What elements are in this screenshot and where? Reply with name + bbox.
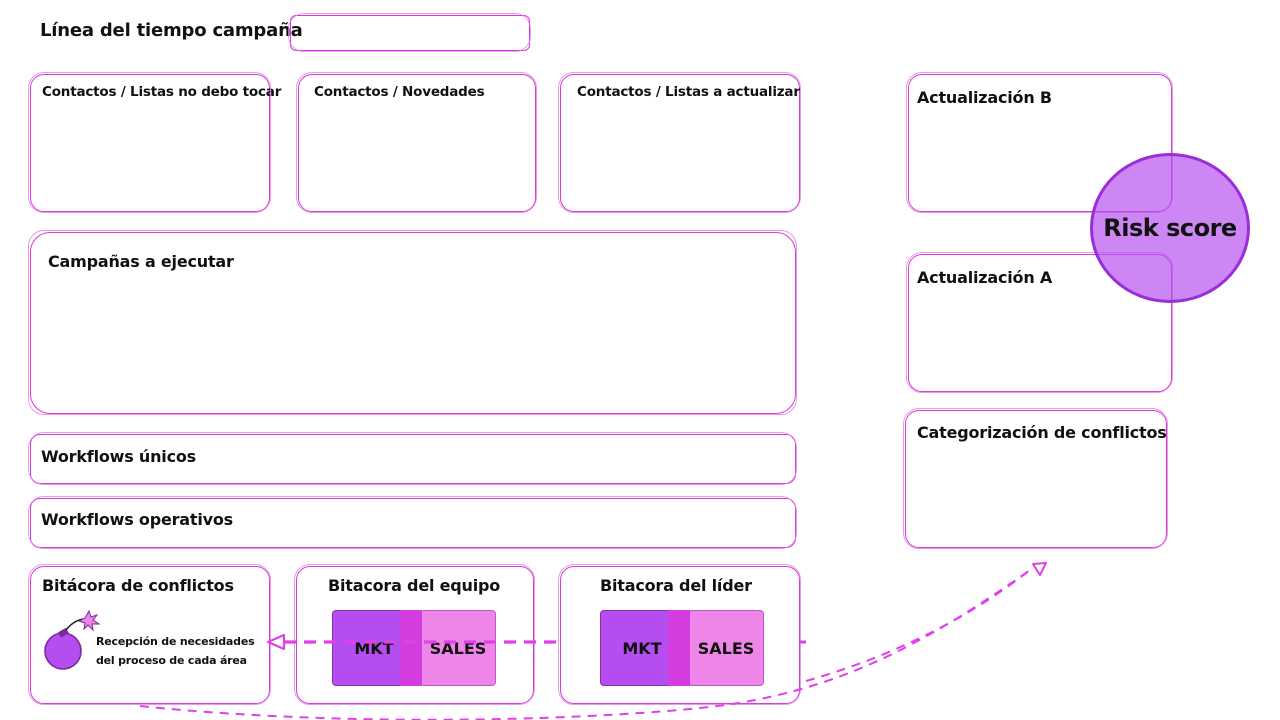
contacts-to-update-box[interactable]: Contactos / Listas a actualizar	[558, 72, 801, 213]
workflows-operative-label: Workflows operativos	[41, 510, 233, 529]
leader-sales-chip[interactable]: SALES	[688, 610, 764, 686]
workflows-operative-box[interactable]: Workflows operativos	[28, 496, 797, 549]
leader-sales-label: SALES	[697, 638, 755, 658]
contacts-news-label: Contactos / Novedades	[314, 84, 485, 100]
contacts-news-box[interactable]: Contactos / Novedades	[296, 72, 537, 213]
leader-mkt-label: MKT	[622, 638, 662, 658]
campaigns-label: Campañas a ejecutar	[48, 252, 234, 271]
workflows-unique-box[interactable]: Workflows únicos	[28, 432, 797, 485]
workflows-unique-label: Workflows únicos	[41, 447, 196, 466]
update-b-label: Actualización B	[917, 88, 1052, 107]
conflict-note-line-1: Recepción de necesidades	[96, 635, 255, 648]
conflict-log-label: Bitácora de conflictos	[42, 576, 234, 595]
leader-to-conflict-arrowhead	[266, 633, 286, 651]
team-overlap-bar	[400, 610, 422, 686]
team-sales-chip[interactable]: SALES	[420, 610, 496, 686]
risk-score-label: Risk score	[1103, 214, 1237, 242]
risk-score-circle[interactable]: Risk score	[1090, 153, 1250, 303]
conflict-categorization-label: Categorización de conflictos	[917, 423, 1167, 442]
leader-log-label: Bitacora del líder	[600, 576, 752, 595]
bomb-icon	[44, 609, 101, 670]
team-sales-label: SALES	[429, 638, 487, 658]
timeline-bar[interactable]	[288, 13, 531, 52]
team-mkt-label: MKT	[354, 638, 394, 658]
conflict-note-line-2: del proceso de cada área	[96, 654, 247, 667]
team-log-label: Bitacora del equipo	[328, 576, 501, 595]
categorization-arrowhead	[1032, 562, 1047, 576]
conflict-categorization-box[interactable]: Categorización de conflictos	[903, 408, 1168, 549]
conflict-log-box[interactable]: Bitácora de conflictos Recepción de nece…	[28, 564, 271, 705]
log-to-categorization-curve-2	[805, 569, 1031, 682]
timeline-title: Línea del tiempo campaña	[40, 20, 303, 41]
campaigns-box[interactable]: Campañas a ejecutar	[28, 230, 797, 415]
contacts-to-update-label: Contactos / Listas a actualizar	[577, 84, 800, 100]
update-a-label: Actualización A	[917, 268, 1053, 287]
leader-overlap-bar	[668, 610, 690, 686]
contacts-no-touch-label: Contactos / Listas no debo tocar	[42, 84, 282, 100]
contacts-no-touch-box[interactable]: Contactos / Listas no debo tocar	[28, 72, 281, 213]
